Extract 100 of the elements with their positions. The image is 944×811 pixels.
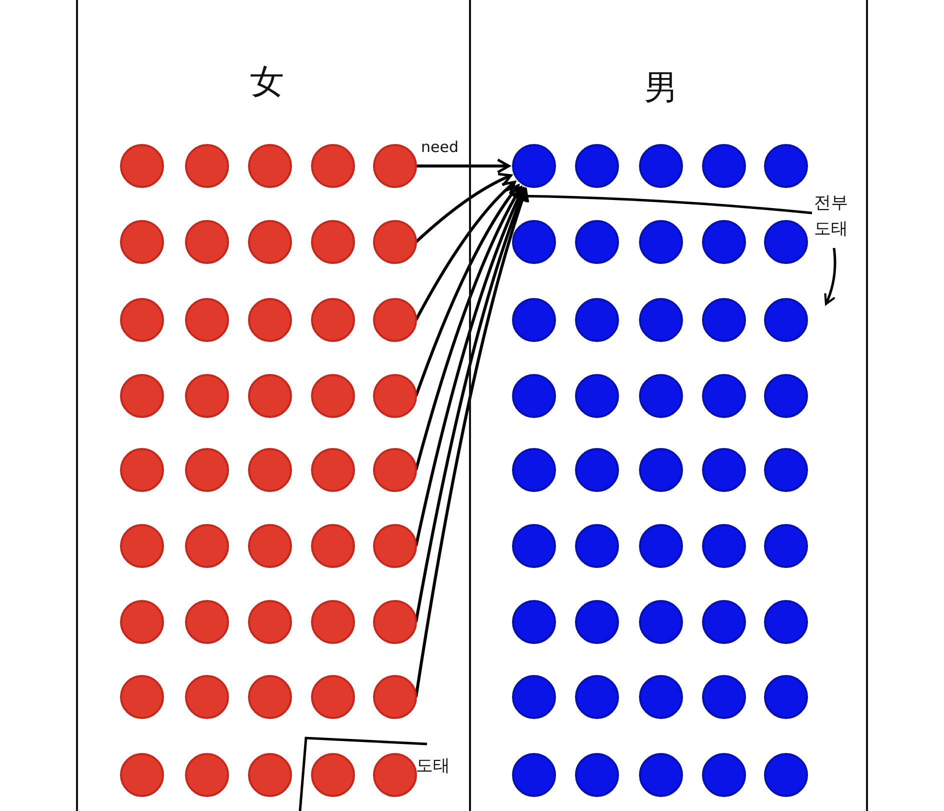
dot [639,675,683,719]
dot [120,220,164,264]
dot [185,524,229,568]
dot [575,298,619,342]
dot [702,374,746,418]
dot [575,220,619,264]
dot [373,448,417,492]
dot [120,524,164,568]
arrow [414,188,528,622]
dot [575,753,619,797]
dot [373,374,417,418]
dot [185,220,229,264]
dot [575,524,619,568]
dot [512,753,556,797]
dot [702,675,746,719]
dot [311,524,355,568]
dot [311,600,355,644]
dot [575,675,619,719]
dot [702,753,746,797]
dot [248,374,292,418]
dot [764,675,808,719]
dot [575,448,619,492]
dot [248,675,292,719]
dot [373,220,417,264]
dot [764,753,808,797]
dot [639,374,683,418]
dot [311,374,355,418]
dot [639,220,683,264]
dot [185,144,229,188]
dot [311,448,355,492]
dot [373,753,417,797]
dot [120,753,164,797]
dot [373,298,417,342]
dot [311,220,355,264]
dot [185,448,229,492]
dot [575,374,619,418]
dot [639,298,683,342]
dot [512,374,556,418]
dot [248,600,292,644]
dot [575,144,619,188]
arrow [414,187,526,546]
dot [639,144,683,188]
dot [764,220,808,264]
dot [120,600,164,644]
dot [120,298,164,342]
dot [512,448,556,492]
dot [185,298,229,342]
dot [311,675,355,719]
dot [764,144,808,188]
arrow [414,186,522,470]
dot [639,448,683,492]
arrow [416,158,510,174]
dot [311,298,355,342]
dot [248,448,292,492]
arrow [414,188,530,698]
dot [702,600,746,644]
note-text: 전부 도태 [814,192,848,241]
dot [373,524,417,568]
dot [248,220,292,264]
column-band [76,0,471,811]
arrow [414,184,520,397]
dot [512,600,556,644]
dot [248,298,292,342]
arrow [414,173,512,244]
dot [373,675,417,719]
dot [248,144,292,188]
dot [185,374,229,418]
dot [120,374,164,418]
dot [512,144,556,188]
dot [764,448,808,492]
dot [512,524,556,568]
dot [702,448,746,492]
column-heading: 男 [644,68,678,108]
dot [702,524,746,568]
dot [702,298,746,342]
dot [639,753,683,797]
note-text: 도태 [416,755,451,778]
column-heading: 女 [250,62,284,102]
dot [373,600,417,644]
dot [639,600,683,644]
dot [120,675,164,719]
dot [373,144,417,188]
dot [702,144,746,188]
dot [248,524,292,568]
dot [512,675,556,719]
dot [311,753,355,797]
dot [120,144,164,188]
dot [764,374,808,418]
arrow [414,180,516,321]
dot [764,600,808,644]
dot [311,144,355,188]
dot [185,753,229,797]
dot [702,220,746,264]
dot [764,298,808,342]
dot [185,675,229,719]
dot [512,298,556,342]
dot [120,448,164,492]
dot [512,220,556,264]
dot [639,524,683,568]
dot [575,600,619,644]
